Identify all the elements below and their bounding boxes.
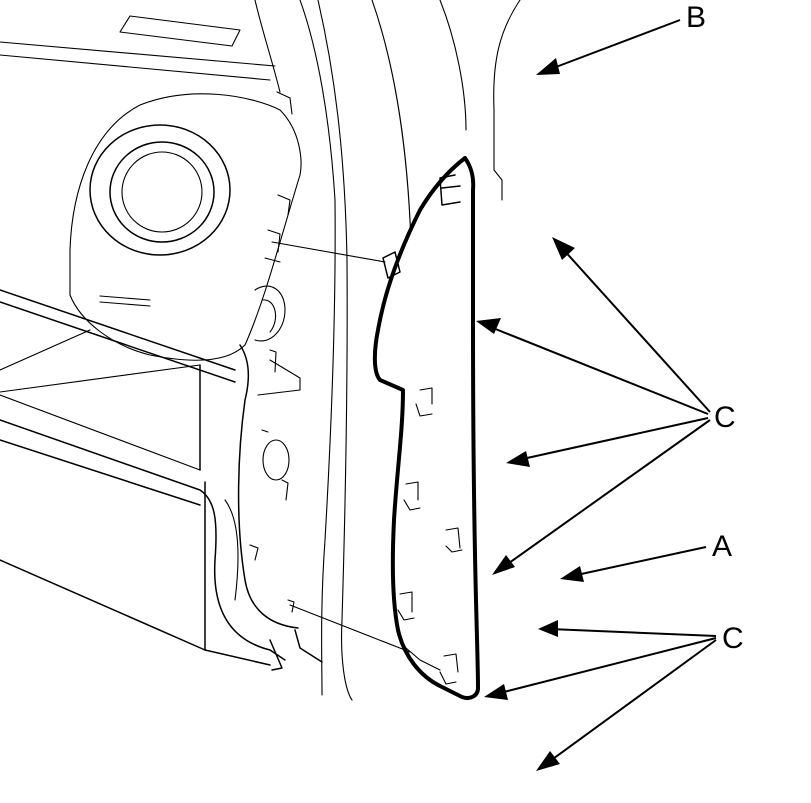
trim-panel-a (372, 156, 480, 700)
label-c-lower: C (722, 622, 744, 655)
dashboard-background (0, 0, 521, 701)
label-c-upper: C (714, 401, 736, 434)
label-b: B (686, 1, 706, 34)
label-a: A (712, 530, 732, 563)
install-guide-lines (271, 241, 411, 653)
leader-arrows (476, 19, 717, 771)
